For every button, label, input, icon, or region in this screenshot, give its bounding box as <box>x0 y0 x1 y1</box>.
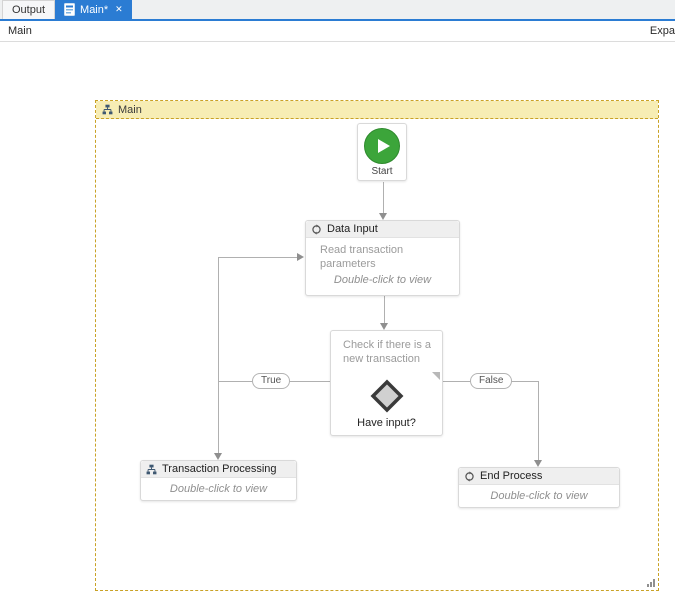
flowchart-container[interactable]: Main <box>95 100 659 591</box>
node-data-input[interactable]: Data Input Read transaction parameters D… <box>305 220 460 296</box>
branch-label-false[interactable]: False <box>470 373 513 389</box>
node-transaction-processing-header[interactable]: Transaction Processing <box>141 461 296 478</box>
breadcrumb-bar: Main Expa <box>0 21 675 42</box>
node-decision[interactable]: Check if there is a new transaction Have… <box>330 330 443 436</box>
node-decision-label: Have input? <box>357 417 416 429</box>
flowchart-container-header[interactable]: Main <box>96 101 658 119</box>
decision-diamond-icon[interactable] <box>370 379 404 416</box>
play-icon <box>364 128 400 164</box>
node-end-process-hint[interactable]: Double-click to view <box>490 490 588 502</box>
connector-left-vertical <box>218 257 219 453</box>
tab-main-label: Main* <box>80 3 109 16</box>
close-icon[interactable]: ✕ <box>115 4 123 14</box>
node-end-process-title: End Process <box>480 470 543 482</box>
connector-datainput-decision <box>384 296 385 323</box>
flowchart-hierarchy-icon <box>102 104 113 115</box>
branch-label-true[interactable]: True <box>252 373 291 389</box>
node-data-input-annotation: Read transaction parameters <box>320 244 404 270</box>
document-icon <box>64 3 76 16</box>
arrowhead-decision-top <box>380 323 388 330</box>
node-end-process-header[interactable]: End Process <box>459 468 619 485</box>
document-tabstrip: Output Main* ✕ <box>0 0 675 21</box>
node-start-label: Start <box>371 166 393 177</box>
node-transaction-processing[interactable]: Transaction Processing Double-click to v… <box>140 460 297 501</box>
node-transaction-processing-hint[interactable]: Double-click to view <box>169 483 268 495</box>
breadcrumb-main[interactable]: Main <box>8 25 32 37</box>
arrowhead-transaction-top <box>214 453 222 460</box>
annotation-collapse-icon[interactable] <box>432 371 440 383</box>
sequence-icon <box>311 223 322 235</box>
connector-right-vertical <box>538 381 539 460</box>
flowchart-hierarchy-icon <box>146 464 157 475</box>
expand-all-link[interactable]: Expa <box>649 25 675 37</box>
node-data-input-title: Data Input <box>327 223 378 235</box>
node-decision-annotation: Check if there is a new transaction <box>343 339 432 365</box>
node-start[interactable]: Start <box>357 123 407 181</box>
tab-main[interactable]: Main* ✕ <box>55 0 132 19</box>
node-data-input-hint[interactable]: Double-click to view <box>333 274 432 286</box>
node-data-input-header[interactable]: Data Input <box>306 221 459 238</box>
connector-start-datainput <box>383 182 384 213</box>
arrowhead-datainput-top <box>379 213 387 220</box>
tab-output[interactable]: Output <box>2 0 56 19</box>
flowchart-container-title: Main <box>118 103 142 116</box>
node-end-process[interactable]: End Process Double-click to view <box>458 467 620 508</box>
arrowhead-endprocess-top <box>534 460 542 467</box>
resize-grip-icon[interactable] <box>647 579 655 587</box>
node-transaction-processing-title: Transaction Processing <box>162 463 277 475</box>
connector-loopback-datainput <box>218 257 298 258</box>
sequence-icon <box>464 470 475 482</box>
arrowhead-datainput-left <box>297 253 304 261</box>
tab-output-label: Output <box>12 4 46 16</box>
